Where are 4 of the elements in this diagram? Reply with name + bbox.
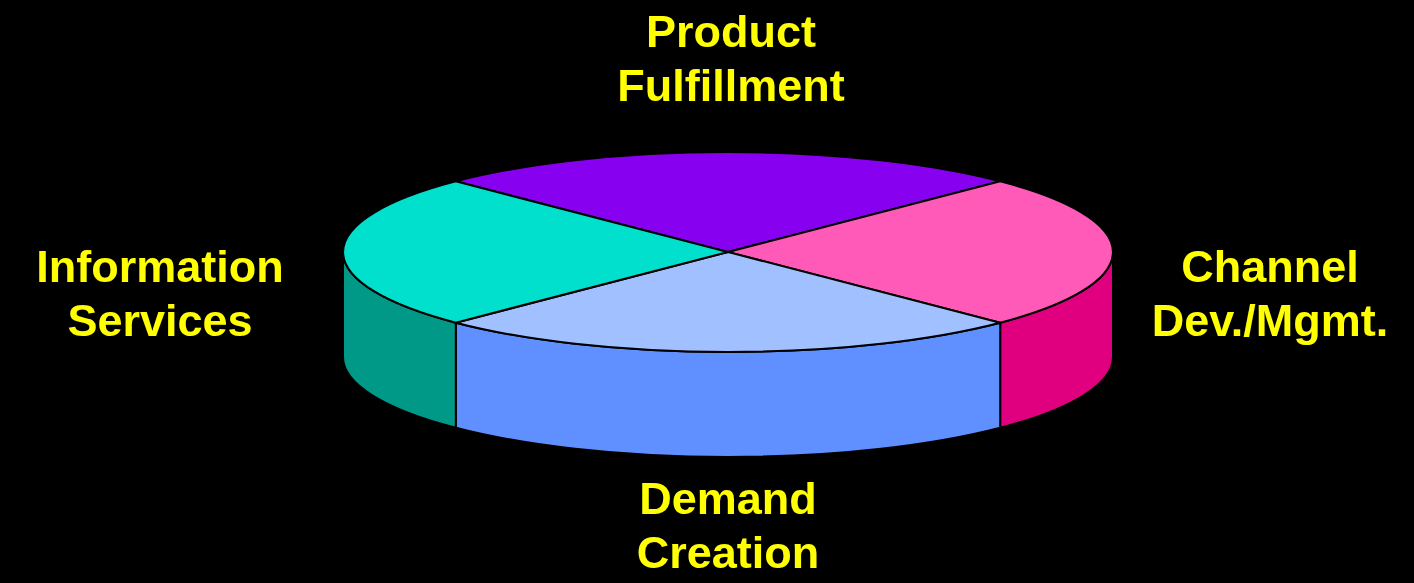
category-label: Channel Dev./Mgmt. <box>1150 240 1390 348</box>
category-label: Demand Creation <box>635 472 821 580</box>
category-label: Product Fulfillment <box>616 5 846 113</box>
category-label: Information Services <box>35 240 285 348</box>
